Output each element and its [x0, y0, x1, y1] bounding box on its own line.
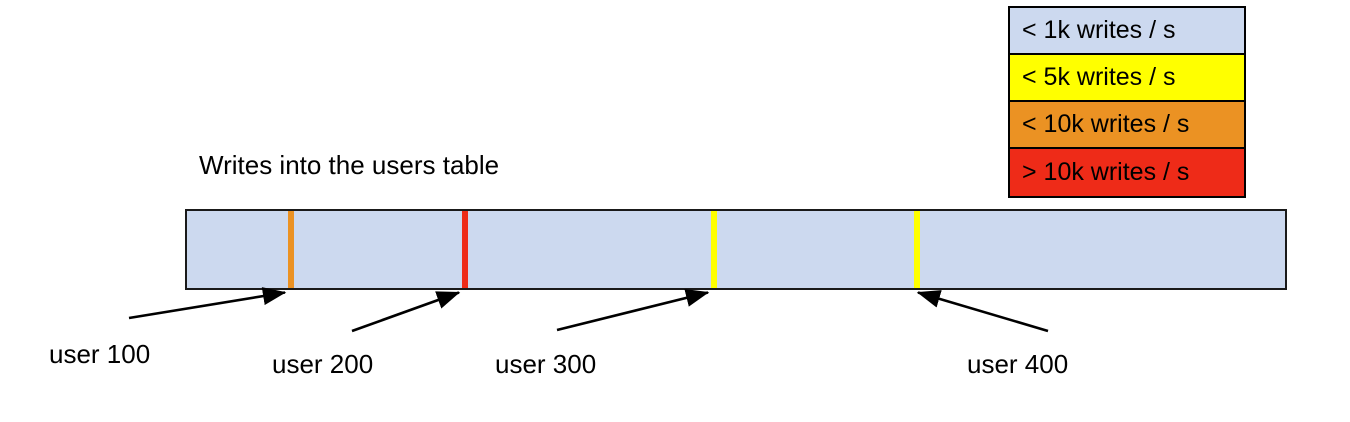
users-table-keyspace-bar — [185, 209, 1287, 290]
chart-title: Writes into the users table — [199, 150, 500, 180]
write-rate-legend: < 1k writes / s < 5k writes / s < 10k wr… — [1008, 6, 1246, 198]
arrow-user-300 — [556, 288, 710, 332]
tick-marker-user-400 — [914, 211, 920, 288]
legend-label-over-10k: > 10k writes / s — [1022, 158, 1190, 186]
tick-marker-user-100 — [288, 211, 294, 288]
tick-marker-user-200 — [462, 211, 468, 288]
label-user-200: user 200 — [272, 349, 374, 379]
legend-label-under-10k: < 10k writes / s — [1022, 110, 1190, 138]
tick-marker-user-300 — [711, 211, 717, 288]
legend-row-under-5k: < 5k writes / s — [1010, 55, 1244, 102]
label-user-300: user 300 — [495, 349, 597, 379]
legend-row-over-10k: > 10k writes / s — [1010, 149, 1244, 196]
label-user-100: user 100 — [49, 339, 151, 369]
arrow-user-200 — [351, 291, 461, 333]
legend-label-under-1k: < 1k writes / s — [1022, 16, 1176, 44]
label-user-400: user 400 — [967, 349, 1069, 379]
legend-row-under-1k: < 1k writes / s — [1010, 8, 1244, 55]
legend-row-under-10k: < 10k writes / s — [1010, 102, 1244, 149]
legend-label-under-5k: < 5k writes / s — [1022, 63, 1176, 91]
arrow-user-400 — [916, 290, 1049, 333]
arrow-user-100 — [128, 287, 287, 320]
